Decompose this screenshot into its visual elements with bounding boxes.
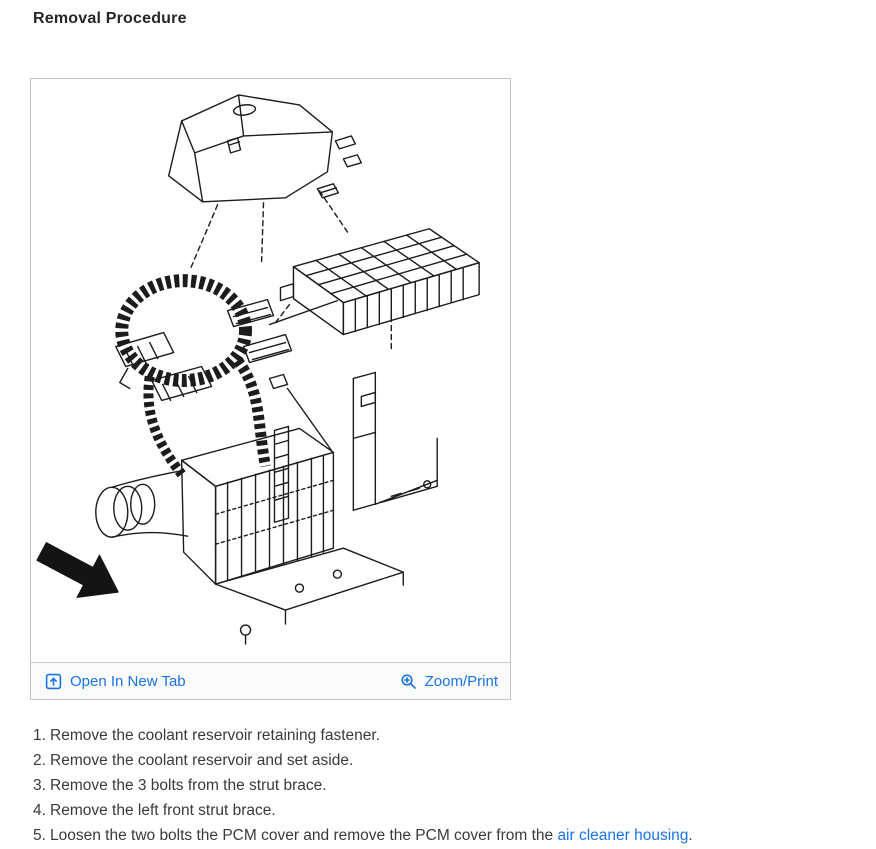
mounting-plate-drawing [273, 425, 290, 523]
exploded-parts-diagram [36, 94, 480, 645]
strut-brace-drawing [352, 371, 438, 511]
open-in-new-tab-icon [45, 673, 62, 690]
procedure-step-5: 5.Loosen the two bolts the PCM cover and… [33, 823, 876, 848]
figure-toolbar: Open In New Tab Zoom/Print [31, 662, 510, 699]
procedure-step-1: 1.Remove the coolant reservoir retaining… [33, 723, 876, 748]
step-text: Remove the coolant reservoir and set asi… [50, 752, 354, 769]
step-number: 5. [33, 827, 46, 844]
zoom-print-label: Zoom/Print [424, 672, 498, 690]
step-text: Loosen the two bolts the PCM cover and r… [50, 827, 558, 844]
step-text: Remove the left front strut brace. [50, 802, 276, 819]
zoom-icon [400, 673, 417, 690]
diagram-canvas [31, 79, 510, 662]
step-text-suffix: . [688, 827, 693, 844]
procedure-step-3: 3.Remove the 3 bolts from the strut brac… [33, 773, 876, 798]
pcm-cover-drawing [167, 94, 363, 203]
procedure-step-4: 4.Remove the left front strut brace. [33, 798, 876, 823]
open-in-new-tab-label: Open In New Tab [70, 672, 186, 690]
open-in-new-tab-link[interactable]: Open In New Tab [45, 673, 186, 690]
procedure-step-2: 2.Remove the coolant reservoir and set a… [33, 748, 876, 773]
page-title: Removal Procedure [33, 10, 187, 27]
air-cleaner-housing-drawing [95, 427, 404, 645]
step-text: Remove the 3 bolts from the strut brace. [50, 777, 327, 794]
step-number: 4. [33, 802, 46, 819]
leader-lines [268, 299, 339, 452]
direction-arrow [36, 542, 119, 598]
explosion-lines [188, 190, 392, 352]
procedure-steps: 1.Remove the coolant reservoir retaining… [33, 723, 876, 848]
step-text: Remove the coolant reservoir retaining f… [50, 727, 380, 744]
step-number: 1. [33, 727, 46, 744]
air-cleaner-housing-link[interactable]: air cleaner housing [557, 827, 689, 844]
harness-connectors-drawing [226, 298, 293, 390]
wiring-harness-drawing [115, 274, 271, 478]
step-number: 3. [33, 777, 46, 794]
connector-blocks-drawing [115, 331, 213, 402]
zoom-print-link[interactable]: Zoom/Print [400, 673, 498, 690]
pcm-module-drawing [279, 228, 480, 336]
step-number: 2. [33, 752, 46, 769]
diagram-panel: Open In New Tab Zoom/Print [30, 78, 511, 700]
